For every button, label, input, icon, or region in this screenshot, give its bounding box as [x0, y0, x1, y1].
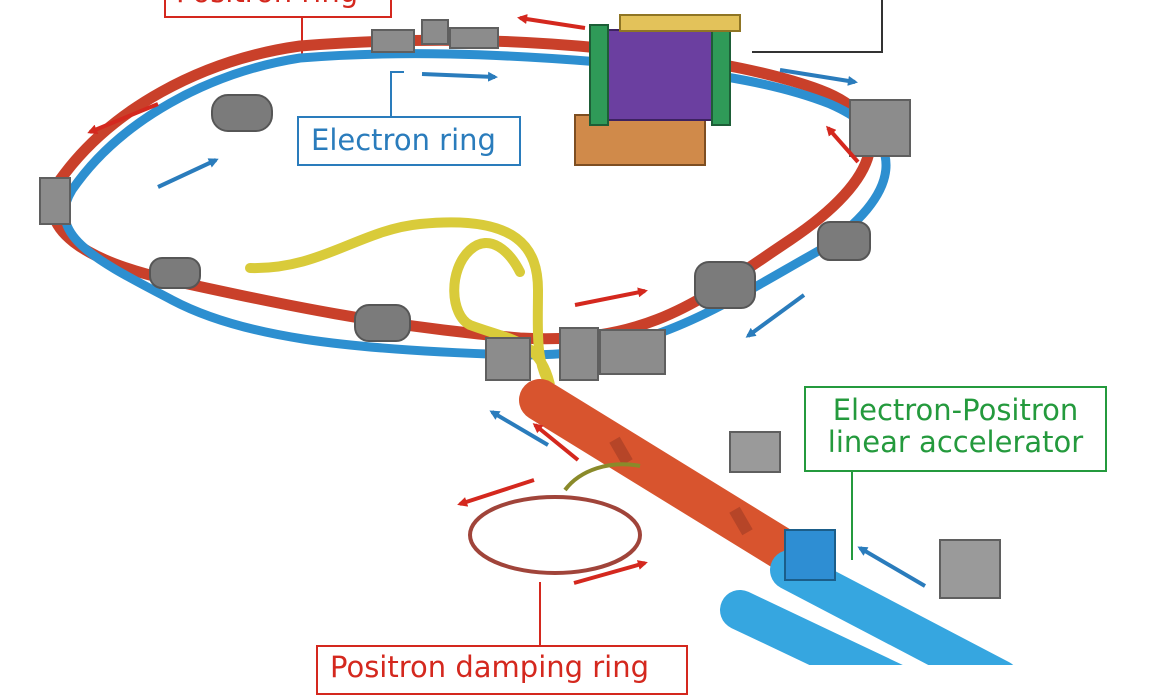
arrow-icon — [489, 410, 550, 447]
arrow-icon — [857, 546, 927, 588]
magnet-icon — [599, 329, 666, 375]
positron-damping-ring-label-text: Positron damping ring — [330, 650, 650, 684]
damping-ring — [468, 462, 642, 575]
transport-line — [245, 217, 555, 388]
linac-blue-section-b — [720, 590, 903, 665]
linac-flange-2 — [729, 506, 753, 536]
arrow-icon — [826, 125, 860, 164]
linac-junction-block — [784, 529, 836, 581]
positron-ring-label-text: Positron ring — [176, 0, 380, 8]
beam-arrows — [87, 14, 927, 588]
arrow-icon — [745, 293, 806, 338]
magnet-icon — [211, 94, 273, 132]
positron-damping-ring-label: Positron damping ring — [316, 645, 688, 695]
linac-label: Electron-Positron linear accelerator — [804, 386, 1107, 472]
magnet-icon — [421, 19, 449, 45]
detector-frame-left — [589, 24, 609, 126]
magnet-icon — [371, 29, 415, 53]
damping-ring-transfer-line — [563, 462, 641, 492]
positron-ring-label: Positron ring — [164, 0, 392, 18]
electron-ring — [60, 49, 891, 360]
magnet-icon — [559, 327, 599, 381]
magnets — [39, 19, 1001, 599]
magnet-icon — [694, 261, 756, 309]
detector-core — [604, 29, 716, 121]
detector-leader — [752, 0, 883, 53]
arrow-icon — [421, 71, 498, 82]
arrow-icon — [157, 158, 219, 189]
magnet-icon — [449, 27, 499, 49]
magnet-icon — [354, 304, 411, 342]
magnet-icon — [729, 431, 781, 473]
detector-frame-right — [711, 24, 731, 126]
arrow-icon — [87, 102, 159, 134]
electron-ring-label-text: Electron ring — [311, 123, 496, 157]
magnet-icon — [939, 539, 1001, 599]
arrow-icon — [532, 423, 580, 462]
linac-orange-section — [519, 379, 821, 581]
arrow-icon — [517, 14, 586, 30]
electron-ring-label: Electron ring — [297, 116, 521, 166]
linac-flange-1 — [609, 436, 633, 466]
arrow-icon — [779, 68, 858, 86]
leader-lines — [301, 0, 883, 645]
linac — [519, 379, 1014, 665]
magnet-icon — [849, 99, 911, 157]
detector-base — [574, 114, 706, 166]
arrow-icon — [573, 560, 648, 585]
damping-ring-path — [468, 495, 642, 575]
transport-line-path — [245, 217, 555, 388]
linac-label-line2: linear accelerator — [827, 425, 1084, 460]
accelerator-diagram — [39, 0, 1014, 665]
magnet-icon — [817, 221, 871, 261]
magnet-icon — [485, 337, 531, 381]
detector-top-frame — [619, 14, 741, 32]
linac-label-line1: Electron-Positron — [832, 393, 1079, 427]
magnet-icon — [39, 177, 71, 225]
detector-icon — [574, 14, 741, 166]
main-rings — [46, 34, 891, 360]
linac-blue-section-a — [770, 550, 1014, 665]
magnet-icon — [149, 257, 201, 289]
arrow-icon — [457, 478, 535, 507]
arrow-icon — [574, 287, 648, 307]
electron-ring-leader — [390, 71, 404, 116]
